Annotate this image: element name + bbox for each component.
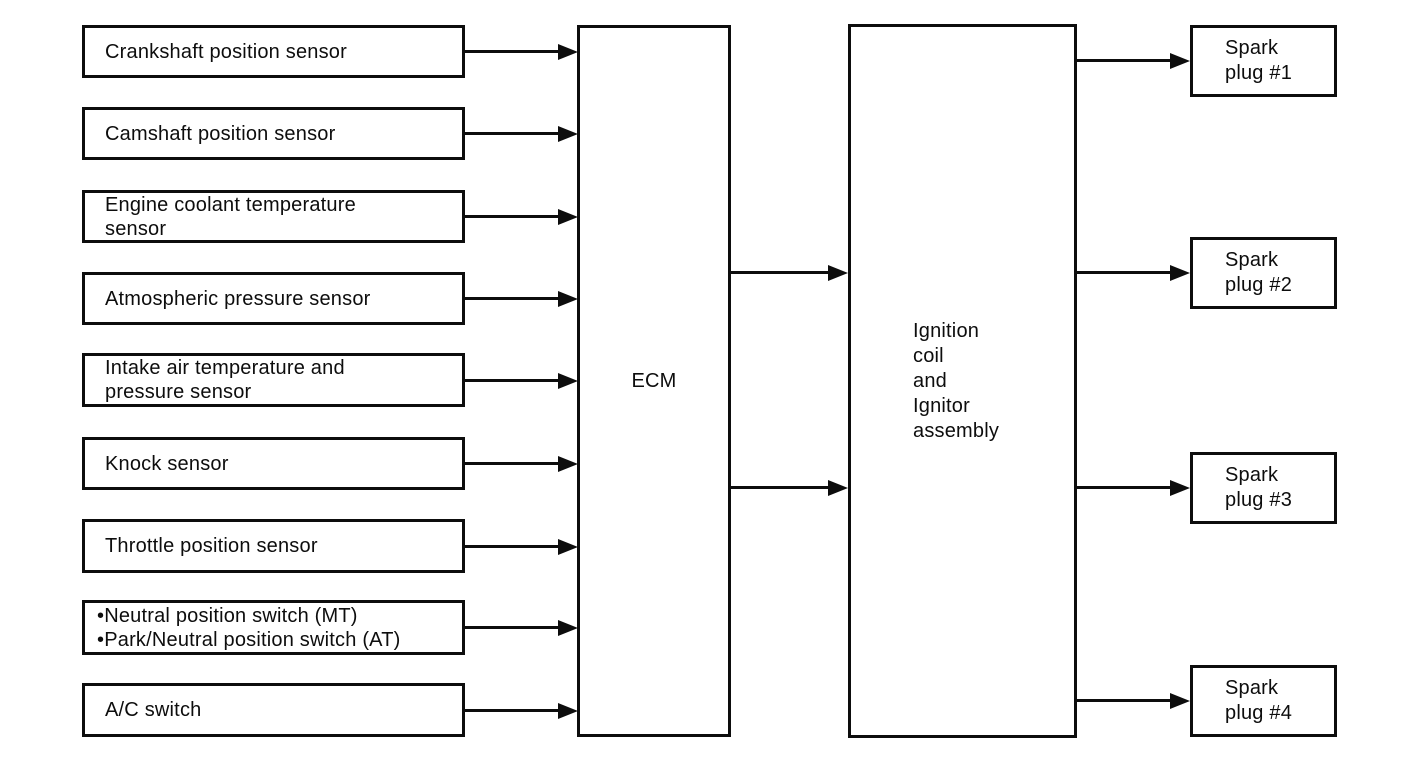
- output-box-spark-plug-2: Spark plug #2: [1190, 237, 1337, 309]
- input-box-knock-sensor: Knock sensor: [82, 437, 465, 490]
- output-box-spark-plug-3: Spark plug #3: [1190, 452, 1337, 524]
- input-box-intake-air-temperature-pressure-sensor: Intake air temperature and pressure sens…: [82, 353, 465, 407]
- input-box-crankshaft-position-sensor: Crankshaft position sensor: [82, 25, 465, 78]
- ignition-coil-ignitor-assembly-box: Ignition coil and Ignitor assembly: [848, 24, 1077, 738]
- output-box-spark-plug-1: Spark plug #1: [1190, 25, 1337, 97]
- output-box-spark-plug-4: Spark plug #4: [1190, 665, 1337, 737]
- input-box-throttle-position-sensor: Throttle position sensor: [82, 519, 465, 573]
- input-box-engine-coolant-temperature-sensor: Engine coolant temperature sensor: [82, 190, 465, 243]
- input-box-camshaft-position-sensor: Camshaft position sensor: [82, 107, 465, 160]
- input-box-neutral-park-position-switch: •Neutral position switch (MT) •Park/Neut…: [82, 600, 465, 655]
- input-box-atmospheric-pressure-sensor: Atmospheric pressure sensor: [82, 272, 465, 325]
- ecm-box: ECM: [577, 25, 731, 737]
- input-box-ac-switch: A/C switch: [82, 683, 465, 737]
